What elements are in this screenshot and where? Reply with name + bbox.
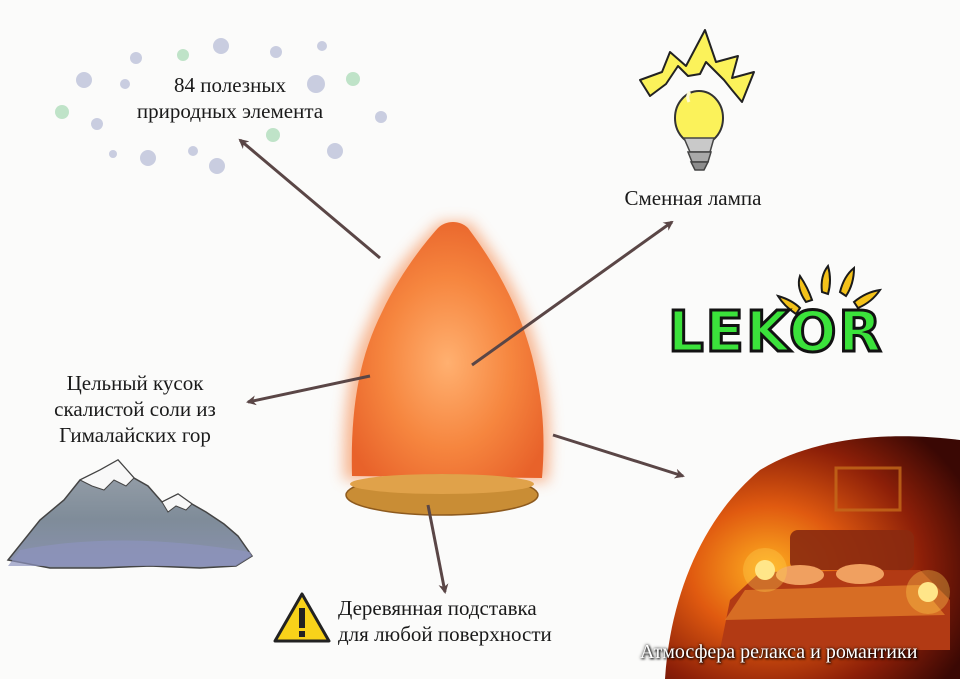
- arrow-to-minerals: [238, 138, 381, 260]
- arrow-to-lamp: [471, 220, 674, 367]
- lekor-logo: LEKOR: [667, 258, 920, 368]
- arrows: [238, 138, 685, 594]
- label-lamp-text: Сменная лампа: [624, 186, 762, 210]
- mountain-icon: [6, 459, 254, 569]
- label-minerals-text: 84 полезных природных элемента: [136, 73, 324, 123]
- label-rock: Цельный кусок скалистой соли из Гималайс…: [22, 370, 248, 448]
- label-stand-text: Деревянная подставка для любой поверхнос…: [338, 596, 552, 646]
- warning-icon: [272, 590, 332, 646]
- arrow-to-rock: [246, 374, 371, 406]
- bedroom-photo: [665, 436, 960, 679]
- arrow-to-bedroom: [552, 433, 685, 479]
- logo-text: LEKOR: [667, 299, 884, 367]
- label-atmosphere: Атмосфера релакса и романтики: [640, 641, 918, 663]
- light-bulb-icon: [639, 29, 755, 171]
- salt-lamp-icon: [343, 222, 550, 516]
- label-rock-text: Цельный кусок скалистой соли из Гималайс…: [54, 371, 216, 447]
- label-minerals: 84 полезных природных элемента: [100, 72, 360, 124]
- label-stand: Деревянная подставка для любой поверхнос…: [338, 595, 598, 647]
- label-lamp: Сменная лампа: [598, 185, 788, 211]
- mineral-dots-icon: [55, 38, 387, 174]
- arrow-to-stand: [426, 504, 449, 594]
